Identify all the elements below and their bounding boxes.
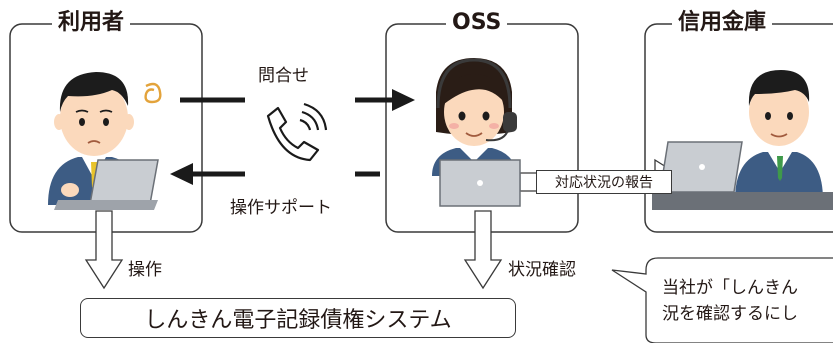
system-name: しんきん電子記録債権システム — [144, 308, 452, 333]
oss-operator-illustration — [432, 58, 521, 207]
user-person-illustration — [48, 72, 162, 210]
bank-staff-illustration — [652, 70, 833, 210]
support-label: 操作サポート — [230, 198, 332, 218]
user-panel-title: 利用者 — [52, 12, 131, 34]
phone-icon — [266, 102, 328, 162]
operation-arrow — [84, 210, 124, 290]
system-box: しんきん電子記録債権システム — [80, 298, 516, 338]
note-line-2: 況を確認するにし — [662, 304, 798, 324]
status-check-label: 状況確認 — [508, 260, 576, 280]
support-arrow — [170, 163, 380, 185]
oss-panel-title: OSS — [446, 12, 508, 34]
report-label: 対応状況の報告 — [536, 170, 672, 194]
note-line-1: 当社が「しんきん — [662, 278, 798, 298]
inquiry-label: 問合せ — [258, 66, 309, 86]
status-check-arrow — [463, 210, 503, 290]
note-callout — [611, 257, 833, 343]
bank-panel-title: 信用金庫 — [672, 12, 773, 34]
operation-label: 操作 — [128, 260, 162, 280]
inquiry-arrow — [180, 89, 415, 111]
